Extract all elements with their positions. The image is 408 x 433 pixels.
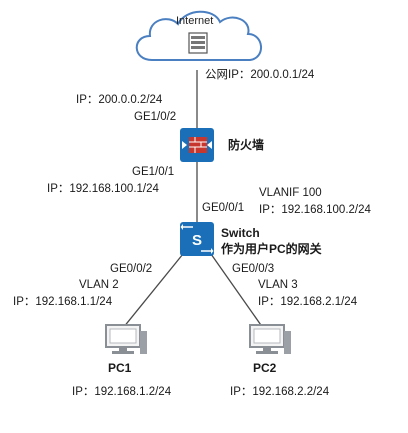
switch-vlanif-ip: IP：192.168.100.2/24 bbox=[259, 204, 371, 216]
pc2-name: PC2 bbox=[253, 361, 277, 375]
cloud-label: Internet bbox=[176, 15, 214, 27]
firewall-icon bbox=[180, 128, 214, 162]
switch-uplink-port: GE0/0/1 bbox=[202, 202, 245, 214]
desktop-pc-icon bbox=[249, 324, 291, 354]
pc1-name: PC1 bbox=[108, 361, 132, 375]
link-switch-pc1 bbox=[122, 253, 184, 329]
firewall-name: 防火墙 bbox=[228, 138, 265, 152]
pc1-switch-port: GE0/0/2 bbox=[110, 263, 153, 275]
firewall-downstream-ip: IP：192.168.100.1/24 bbox=[47, 183, 159, 195]
pc2-vlan: VLAN 3 bbox=[258, 279, 298, 291]
switch-glyph: S bbox=[192, 232, 202, 249]
pc2-ip: IP：192.168.2.2/24 bbox=[230, 386, 330, 398]
pc2-switch-port: GE0/0/3 bbox=[232, 263, 275, 275]
internet-public-ip: 公网IP：200.0.0.1/24 bbox=[205, 69, 315, 81]
pc1-vlan: VLAN 2 bbox=[79, 279, 119, 291]
switch-role: 作为用户PC的网关 bbox=[221, 242, 322, 256]
firewall-upstream-port: GE1/0/2 bbox=[134, 111, 177, 123]
pc2-gateway-ip: IP：192.168.2.1/24 bbox=[258, 296, 358, 308]
switch-vlanif: VLANIF 100 bbox=[259, 187, 322, 199]
switch-name: Switch bbox=[221, 226, 260, 240]
pc1-gateway-ip: IP：192.168.1.1/24 bbox=[13, 296, 113, 308]
firewall-upstream-ip: IP：200.0.0.2/24 bbox=[76, 94, 163, 106]
server-icon bbox=[188, 32, 208, 54]
desktop-pc-icon bbox=[105, 324, 147, 354]
firewall-downstream-port: GE1/0/1 bbox=[132, 166, 175, 178]
switch-icon: S bbox=[180, 222, 214, 256]
pc1-ip: IP：192.168.1.2/24 bbox=[72, 386, 172, 398]
link-switch-pc2 bbox=[210, 253, 264, 329]
